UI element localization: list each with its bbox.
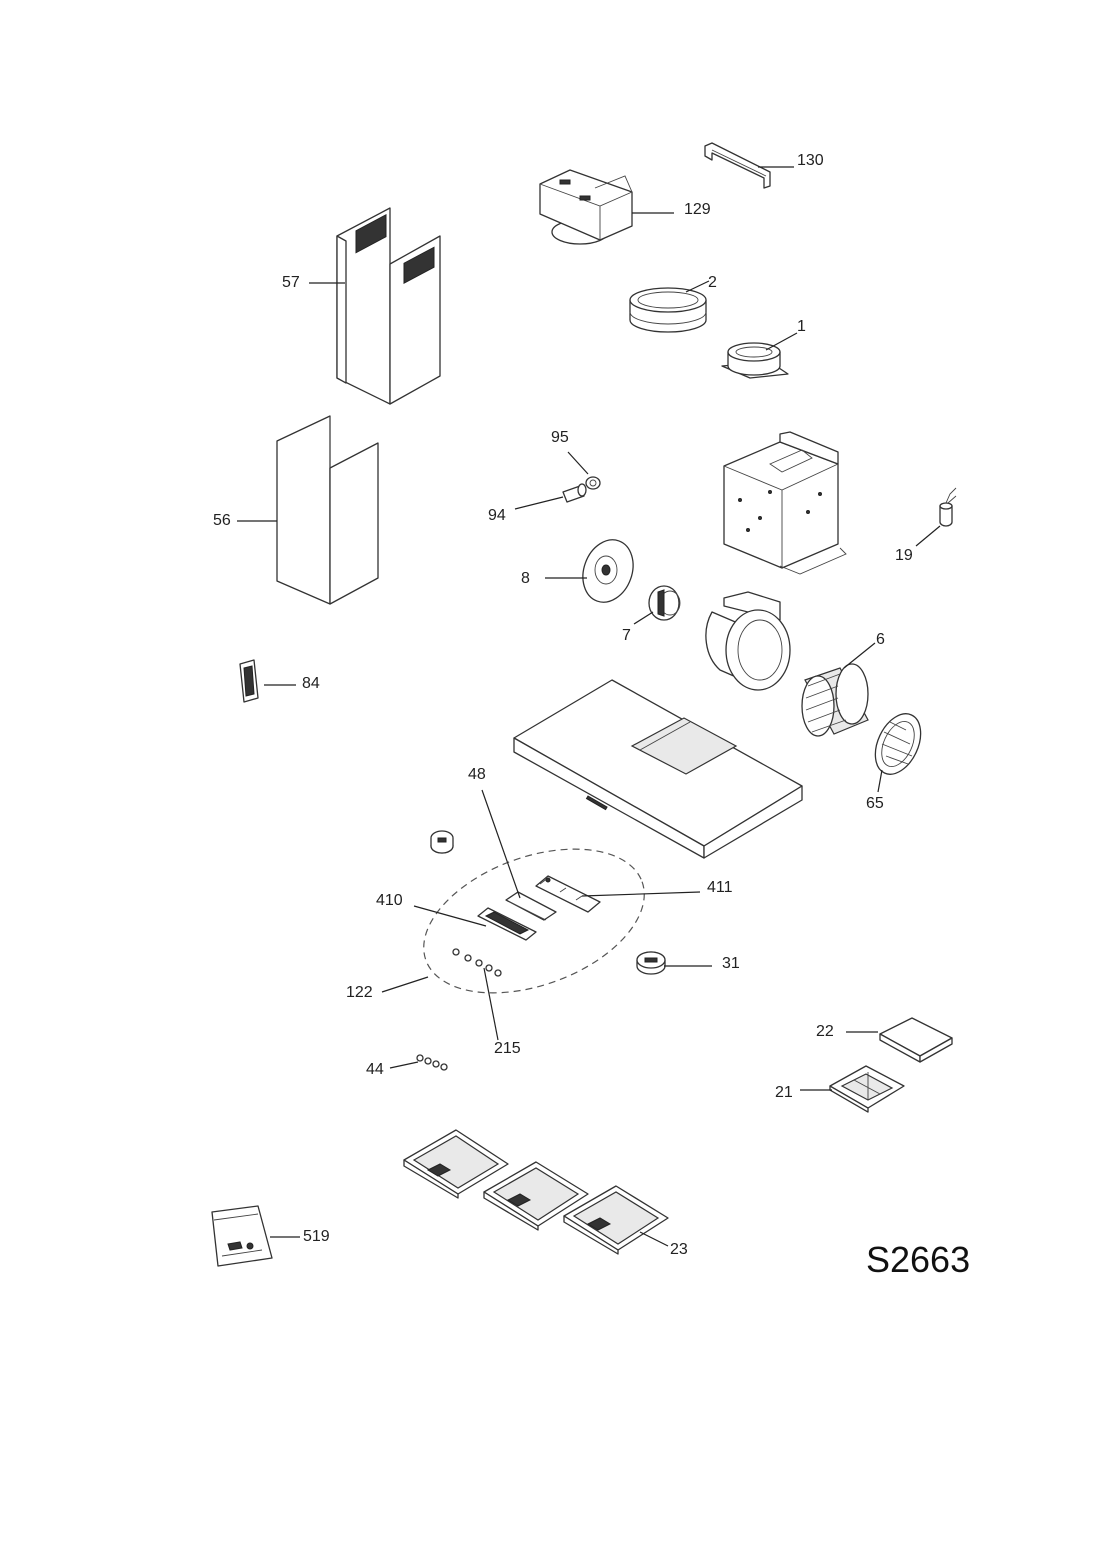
label-129: 129	[684, 201, 711, 218]
label-6: 6	[876, 631, 885, 648]
label-122: 122	[346, 984, 373, 1001]
part-7-motor	[648, 585, 681, 621]
label-57: 57	[282, 274, 300, 291]
part-57-upper-chimney	[336, 207, 441, 405]
leader-2	[685, 280, 710, 293]
part-84-switch	[239, 659, 259, 703]
label-19: 19	[895, 547, 913, 564]
part-48-bracket-plate	[505, 891, 557, 921]
part-6-impeller	[801, 663, 869, 737]
knob-upper	[430, 830, 454, 854]
label-1: 1	[797, 318, 806, 335]
part-2-duct-ring	[629, 287, 707, 333]
part-122-group-outline	[423, 848, 645, 994]
part-129-outlet-box	[539, 169, 633, 245]
leader-7	[633, 611, 654, 625]
label-215: 215	[494, 1040, 521, 1057]
leader-23	[639, 1231, 669, 1247]
part-519-accessory-bag	[211, 1205, 273, 1267]
part-94-lamp-holder	[562, 483, 587, 503]
part-1-valve-flange	[721, 342, 789, 379]
grease-filter-3	[563, 1185, 669, 1255]
part-56-lower-chimney	[276, 415, 379, 605]
part-130-bracket	[704, 142, 771, 189]
part-410-switch-block	[477, 907, 537, 941]
leader-410	[413, 905, 487, 927]
label-31: 31	[722, 955, 740, 972]
label-95: 95	[551, 429, 569, 446]
label-2: 2	[708, 274, 717, 291]
part-31-knob	[636, 951, 666, 975]
label-84: 84	[302, 675, 320, 692]
label-44: 44	[366, 1061, 384, 1078]
hood-body	[513, 679, 803, 859]
label-65: 65	[866, 795, 884, 812]
label-56: 56	[213, 512, 231, 529]
motor-housing-box	[723, 431, 847, 575]
part-19-capacitor	[939, 487, 957, 527]
label-21: 21	[775, 1084, 793, 1101]
part-8-motor-plate	[582, 539, 634, 603]
leader-94	[514, 496, 564, 510]
label-8: 8	[521, 570, 530, 587]
leader-411	[581, 891, 701, 897]
leader-44	[389, 1061, 419, 1069]
part-65-grille	[874, 713, 922, 775]
grease-filter-2	[483, 1161, 589, 1231]
leader-1	[765, 332, 798, 351]
leader-95	[567, 451, 589, 475]
part-23-grease-filters	[403, 1129, 669, 1255]
label-7: 7	[622, 627, 631, 644]
label-130: 130	[797, 152, 824, 169]
part-21-filter-frame	[829, 1065, 905, 1113]
drawing-code: S2663	[866, 1239, 970, 1280]
label-23: 23	[670, 1241, 688, 1258]
leader-215	[483, 967, 499, 1041]
part-411-board	[535, 875, 601, 913]
part-215-small-knobs	[452, 948, 502, 977]
blower-scroll-housing	[705, 591, 791, 691]
leader-65	[877, 769, 883, 793]
label-411: 411	[707, 879, 733, 896]
part-95-nut	[585, 476, 601, 490]
label-519: 519	[303, 1228, 330, 1245]
part-22-carbon-filter	[879, 1017, 953, 1063]
leader-6	[843, 642, 876, 669]
leader-19	[915, 525, 941, 547]
label-410: 410	[376, 892, 403, 909]
label-94: 94	[488, 507, 506, 524]
part-44-screws	[416, 1054, 448, 1071]
grease-filter-1	[403, 1129, 509, 1199]
leader-122	[381, 976, 429, 993]
label-22: 22	[816, 1023, 834, 1040]
leader-48	[481, 789, 521, 899]
label-48: 48	[468, 766, 486, 783]
